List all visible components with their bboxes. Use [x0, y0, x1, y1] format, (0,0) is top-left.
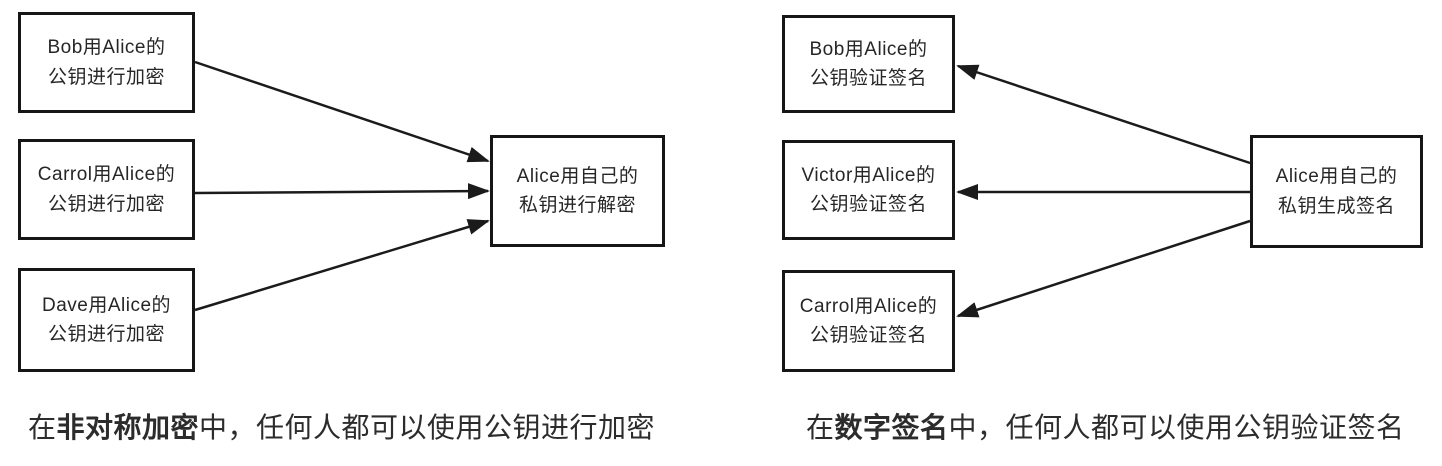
caption-left-suffix: 中，任何人都可以使用公钥进行加密 — [199, 412, 656, 443]
caption-digital-signature: 在数字签名中，任何人都可以使用公钥验证签名 — [806, 407, 1405, 449]
box-bob-encrypt: Bob用Alice的 公钥进行加密 — [18, 12, 195, 113]
box-bob-encrypt-line2: 公钥进行加密 — [47, 66, 165, 88]
caption-right-prefix: 在 — [806, 412, 835, 443]
box-carrol-encrypt-line2: 公钥进行加密 — [47, 193, 165, 215]
box-victor-verify-line2: 公钥验证签名 — [809, 194, 927, 215]
caption-left-bold-term: 非对称加密 — [56, 412, 200, 443]
box-carrol-verify-line2: 公钥验证签名 — [809, 325, 927, 346]
box-victor-verify-line1: Victor用Alice的 — [801, 164, 936, 186]
box-alice-sign-line1: Alice用自己的 — [1275, 166, 1398, 188]
box-bob-encrypt-line1: Bob用Alice的 — [47, 37, 166, 59]
arrow-carrol-to-alice-decrypt — [194, 183, 490, 200]
box-alice-sign: Alice用自己的 私钥生成签名 — [1250, 135, 1423, 248]
caption-left-prefix: 在 — [28, 412, 57, 443]
box-victor-verify: Victor用Alice的 公钥验证签名 — [782, 140, 955, 240]
box-bob-verify-line2: 公钥验证签名 — [809, 68, 927, 89]
box-carrol-verify-line1: Carrol用Alice的 — [799, 295, 938, 317]
box-bob-verify-line1: Bob用Alice的 — [809, 38, 928, 60]
box-carrol-encrypt: Carrol用Alice的 公钥进行加密 — [18, 139, 195, 240]
box-carrol-verify: Carrol用Alice的 公钥验证签名 — [782, 270, 955, 372]
caption-asymmetric-encryption: 在非对称加密中，任何人都可以使用公钥进行加密 — [28, 407, 655, 449]
box-alice-sign-line2: 私钥生成签名 — [1277, 195, 1395, 217]
arrow-alice-sign-to-carrol — [956, 219, 1251, 318]
box-dave-encrypt-line2: 公钥进行加密 — [47, 324, 165, 345]
box-dave-encrypt: Dave用Alice的 公钥进行加密 — [18, 268, 195, 372]
box-carrol-encrypt-line1: Carrol用Alice的 — [37, 164, 176, 186]
box-alice-decrypt-line1: Alice用自己的 — [516, 165, 639, 187]
arrow-alice-sign-to-bob — [956, 64, 1251, 165]
caption-right-bold-term: 数字签名 — [834, 412, 949, 443]
box-dave-encrypt-line1: Dave用Alice的 — [41, 294, 172, 316]
box-alice-decrypt: Alice用自己的 私钥进行解密 — [490, 135, 665, 247]
box-bob-verify: Bob用Alice的 公钥验证签名 — [782, 15, 955, 113]
caption-right-suffix: 中，任何人都可以使用公钥验证签名 — [948, 412, 1405, 443]
arrow-dave-to-alice-decrypt — [194, 219, 490, 312]
box-alice-decrypt-line2: 私钥进行解密 — [518, 195, 636, 216]
arrow-bob-to-alice-decrypt — [194, 60, 490, 163]
